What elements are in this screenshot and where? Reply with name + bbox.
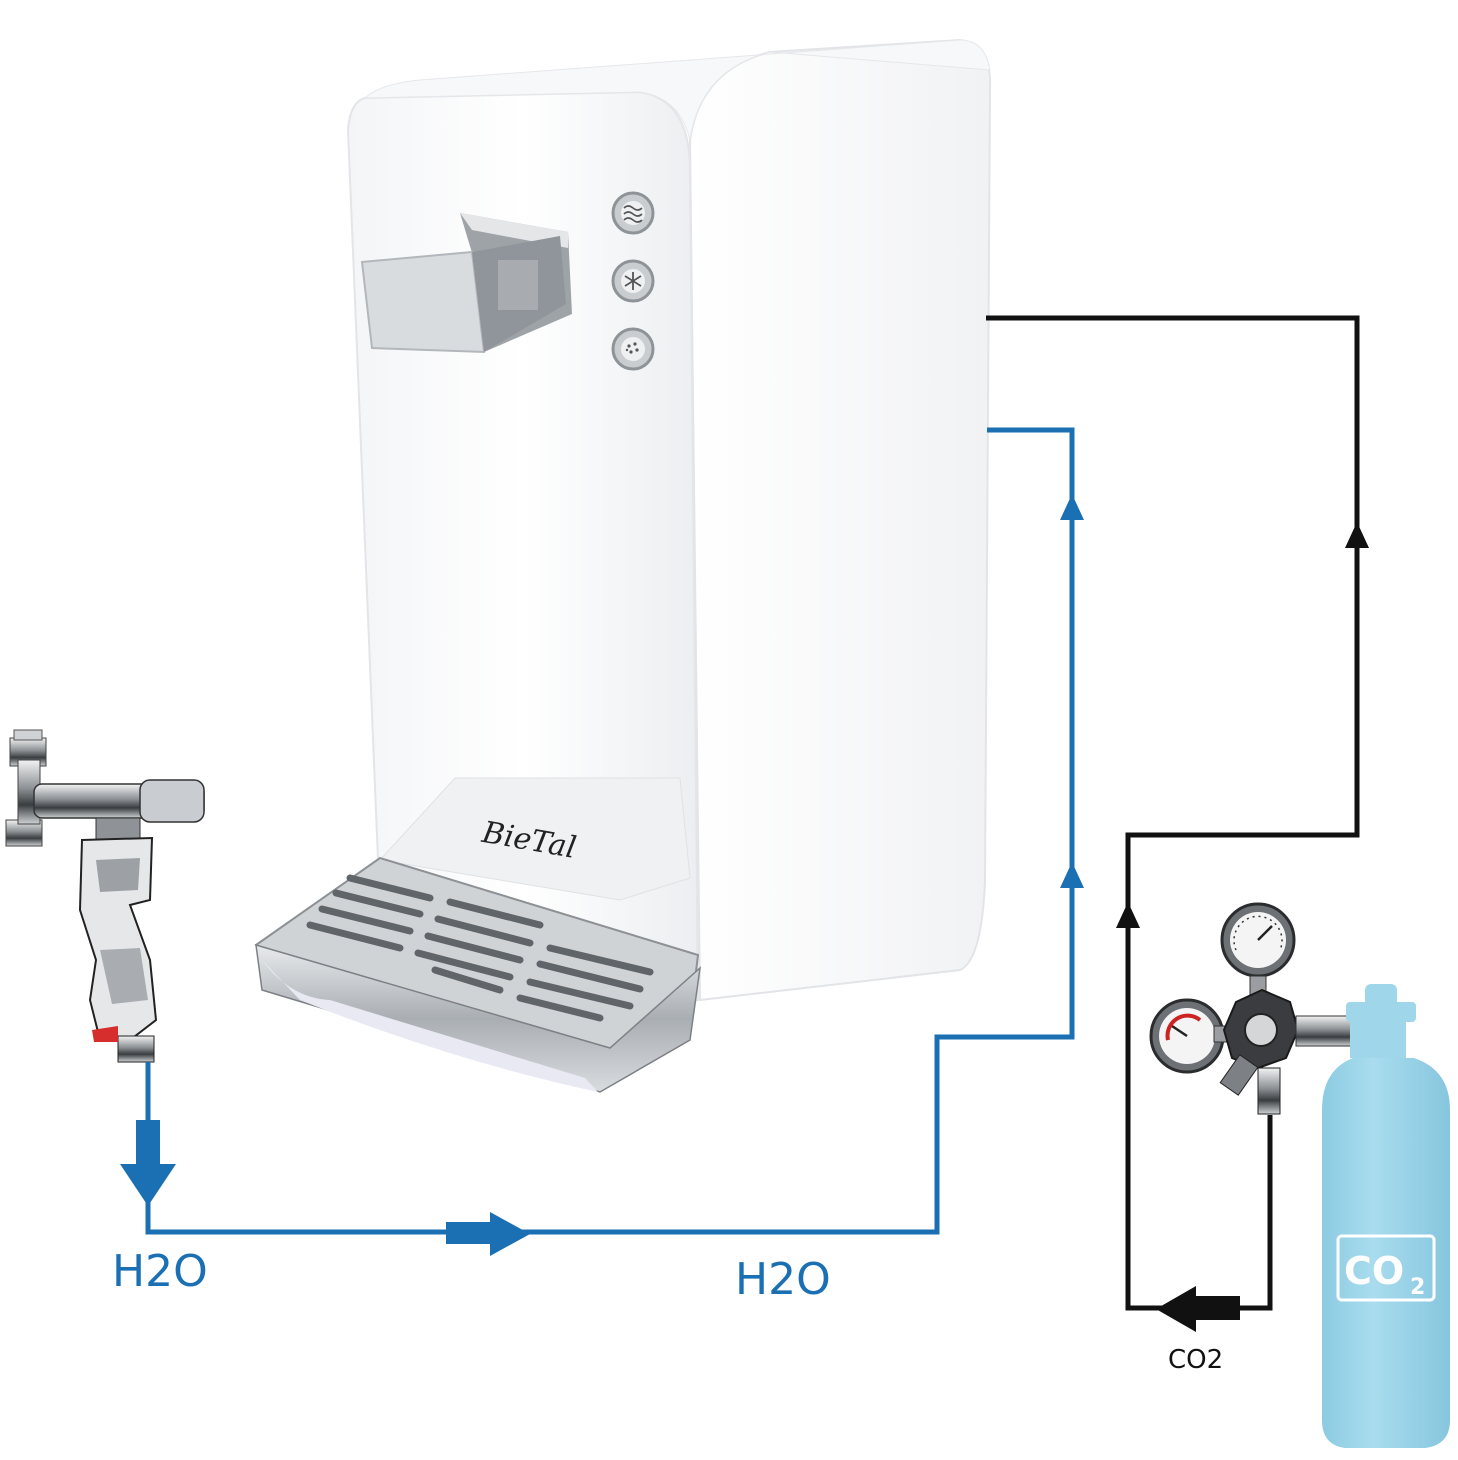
- sparkling-button[interactable]: [611, 327, 655, 371]
- control-buttons: [611, 191, 655, 371]
- drip-tray-grille: [306, 874, 654, 1022]
- sparkling-icon: [625, 342, 639, 354]
- pressure-regulator: [1149, 902, 1355, 1115]
- water-source-label: H2O: [112, 1246, 208, 1297]
- dispenser-side-panel: [688, 38, 992, 1002]
- dispenser-top: [363, 39, 991, 141]
- arrow-up-icon: [1116, 902, 1140, 928]
- water-line-label: H2O: [735, 1254, 831, 1305]
- waves-icon: [623, 205, 643, 223]
- co2-line-label: CO2: [1168, 1345, 1223, 1375]
- arrow-down-icon: [120, 1120, 176, 1206]
- arrow-up-icon: [1345, 522, 1369, 548]
- brand-panel: [379, 777, 691, 901]
- co2-bottle-label-subscript: 2: [1410, 1275, 1425, 1300]
- co2-bottle: CO 2: [1322, 984, 1450, 1448]
- water-tap-valve: [5, 729, 205, 1063]
- water-line: H2O H2O: [112, 427, 1084, 1305]
- co2-line: CO2: [986, 315, 1369, 1375]
- gauge-low-icon: [1149, 998, 1225, 1074]
- arrow-left-icon: [1156, 1286, 1240, 1332]
- arrow-up-icon: [1060, 494, 1084, 520]
- waves-button[interactable]: [611, 191, 655, 235]
- soda-dispenser: BieTal: [254, 38, 992, 1093]
- gauge-high-icon: [1220, 902, 1296, 978]
- snowflake-icon: [624, 272, 642, 290]
- dispenser-nozzle: [360, 213, 572, 354]
- arrow-right-icon: [446, 1212, 530, 1256]
- arrow-up-icon: [1060, 862, 1084, 888]
- co2-bottle-label: CO: [1344, 1249, 1404, 1293]
- valve-red-handle: [92, 1026, 118, 1042]
- drip-tray: [254, 856, 702, 1093]
- co2-bottle-label-box: [1336, 1234, 1436, 1302]
- cold-button[interactable]: [611, 259, 655, 303]
